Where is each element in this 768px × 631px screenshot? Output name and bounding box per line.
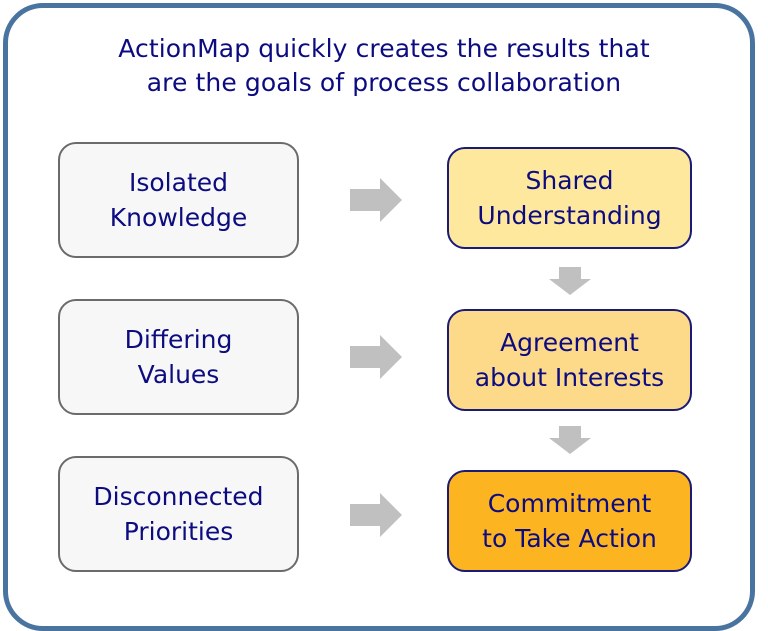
box-label-line-1: Shared	[525, 166, 614, 195]
right-arrow-icon	[350, 335, 402, 379]
title-line-1: ActionMap quickly creates the results th…	[118, 34, 650, 63]
diagram-title: ActionMap quickly creates the results th…	[0, 32, 768, 100]
box-label-line-1: Agreement	[500, 328, 639, 357]
title-line-2: are the goals of process collaboration	[146, 68, 622, 97]
box-label-line-2: Understanding	[477, 201, 662, 230]
down-arrow-icon	[549, 426, 591, 454]
box-label-line-2: Knowledge	[109, 203, 248, 232]
down-arrow-icon	[549, 267, 591, 295]
box-disconnected-priorities: Disconnected Priorities	[58, 456, 299, 572]
right-arrow-icon	[350, 178, 402, 222]
box-label-line-1: Isolated	[128, 168, 228, 197]
box-label-line-2: about Interests	[474, 363, 665, 392]
right-arrow-icon	[350, 493, 402, 537]
box-label-line-2: to Take Action	[482, 524, 657, 553]
box-differing-values: Differing Values	[58, 299, 299, 415]
box-agreement-about-interests: Agreement about Interests	[447, 309, 692, 411]
box-label-line-2: Priorities	[123, 517, 234, 546]
box-commitment-to-take-action: Commitment to Take Action	[447, 470, 692, 572]
box-label-line-1: Commitment	[487, 489, 652, 518]
box-label-line-2: Values	[137, 360, 220, 389]
box-shared-understanding: Shared Understanding	[447, 147, 692, 249]
box-isolated-knowledge: Isolated Knowledge	[58, 142, 299, 258]
box-label-line-1: Differing	[124, 325, 233, 354]
box-label-line-1: Disconnected	[93, 482, 264, 511]
